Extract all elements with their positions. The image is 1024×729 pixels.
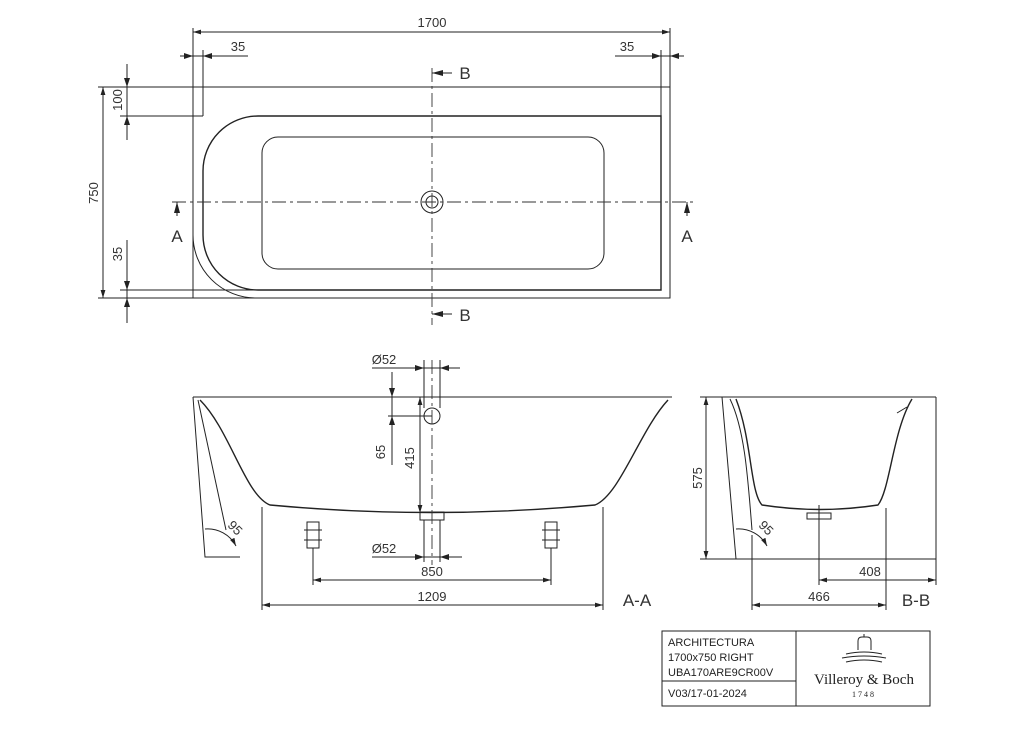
- bb-basin-profile: [735, 398, 913, 511]
- dim-top-offset: 100: [110, 89, 125, 111]
- plan-view: 1700 35 35 750 100 35 A: [86, 15, 695, 325]
- product-size: 1700x750 RIGHT: [668, 652, 754, 664]
- dim-bottom-offset: 35: [110, 247, 125, 261]
- brand-name: Villeroy & Boch: [814, 672, 914, 688]
- aa-skirt-left: [192, 396, 240, 558]
- dim-right-margin: 35: [620, 39, 634, 54]
- product-code: UBA170ARE9CR00V: [668, 667, 774, 679]
- product-name: ARCHITECTURA: [668, 637, 755, 649]
- brand-logo-icon: [841, 634, 887, 663]
- dim-drain-diameter-bottom: Ø52: [372, 541, 397, 556]
- section-marker-b-top: B: [459, 64, 470, 83]
- aa-angle-arc: [204, 528, 237, 547]
- plan-curved-edge: [192, 234, 257, 299]
- aa-foot-left: [306, 521, 320, 549]
- drawing-version: V03/17-01-2024: [668, 688, 747, 700]
- plan-basin-outline: [202, 115, 662, 291]
- dim-foot-angle-aa: 95: [225, 517, 246, 538]
- plan-floor-area: [261, 136, 605, 270]
- dim-left-margin: 35: [231, 39, 245, 54]
- title-block: ARCHITECTURA 1700x750 RIGHT UBA170ARE9CR…: [661, 630, 931, 707]
- section-aa-view: Ø52 65 415 Ø52 95 850 1209 A-A: [192, 352, 672, 610]
- dim-feet-spacing: 850: [421, 564, 443, 579]
- section-marker-a-left: A: [171, 227, 183, 246]
- dim-base-width: 466: [808, 589, 830, 604]
- brand-year: 1748: [852, 690, 876, 699]
- dim-foot-angle-bb: 95: [756, 517, 777, 538]
- section-bb-view: 575 95 408 466 B-B: [690, 396, 937, 610]
- dim-drain-diameter-top: Ø52: [372, 352, 397, 367]
- aa-basin-profile: [199, 399, 669, 514]
- plan-outer-rim: [192, 86, 671, 299]
- dim-overflow-offset: 65: [373, 445, 388, 459]
- dim-drain-offset: 408: [859, 564, 881, 579]
- dim-depth-to-drain: 415: [402, 447, 417, 469]
- section-marker-b-bottom: B: [459, 306, 470, 325]
- section-label-bb: B-B: [902, 591, 930, 610]
- dim-overall-width: 750: [86, 182, 101, 204]
- aa-foot-right: [544, 521, 558, 549]
- section-label-aa: A-A: [623, 591, 652, 610]
- dim-overall-length: 1700: [418, 15, 447, 30]
- dim-base-length: 1209: [418, 589, 447, 604]
- section-marker-a-right: A: [681, 227, 693, 246]
- dim-height: 575: [690, 467, 705, 489]
